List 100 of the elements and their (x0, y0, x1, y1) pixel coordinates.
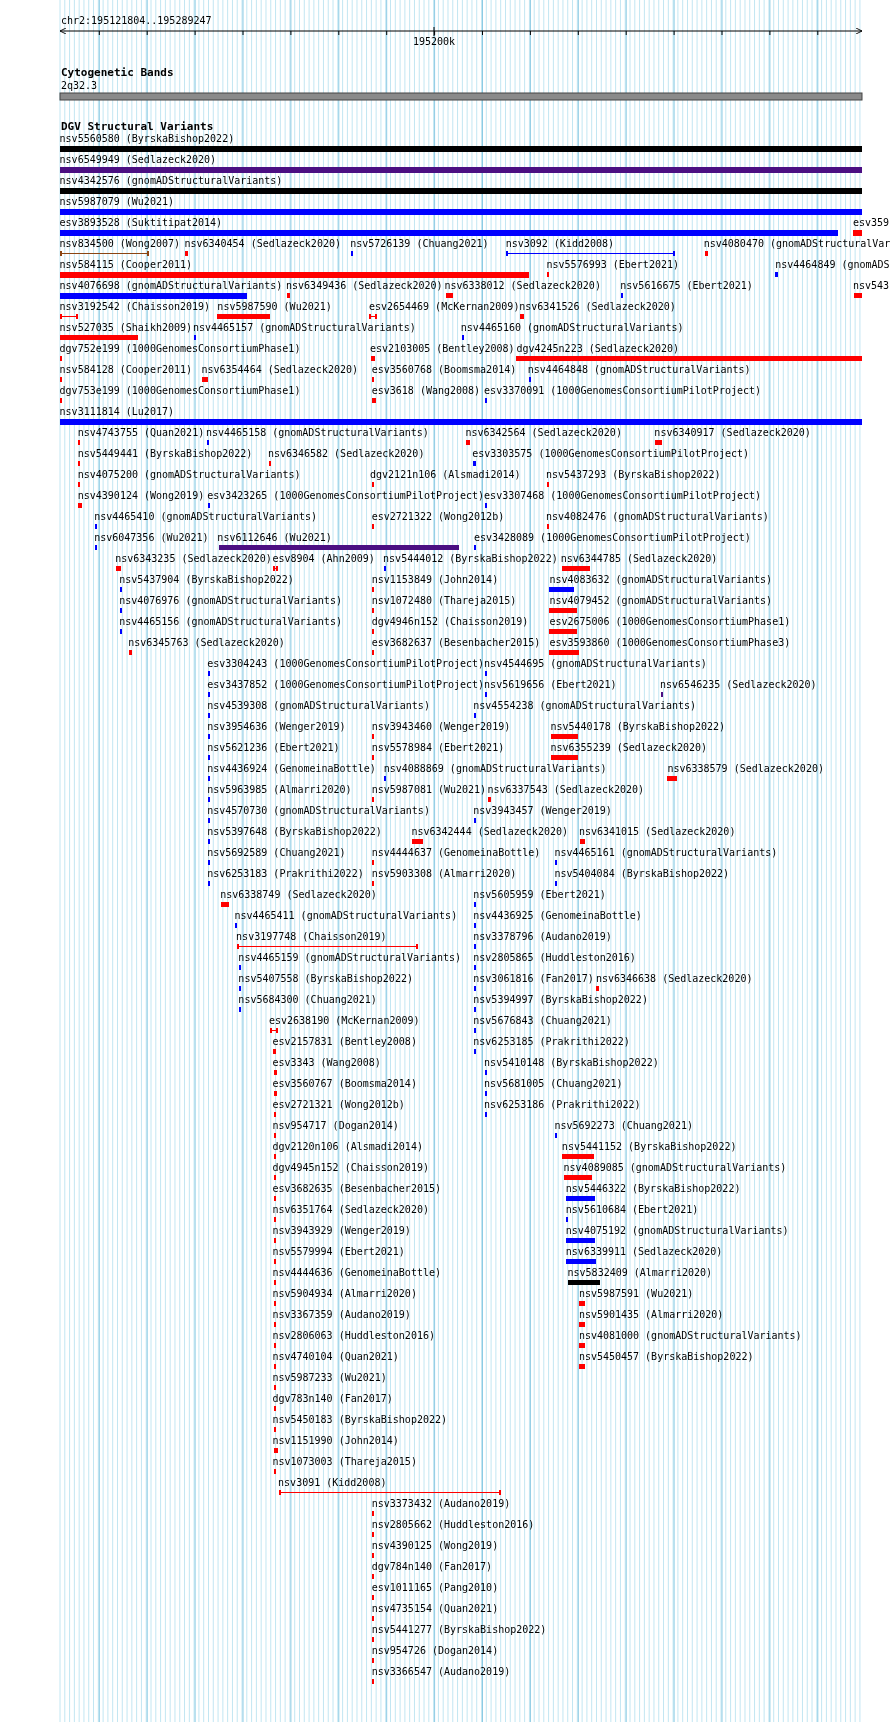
variant-label: esv3428089 (1000GenomesConsortiumPilotProject) (473, 532, 751, 544)
track-title: Cytogenetic Bands (61, 67, 174, 79)
variant-label: esv3304243 (1000GenomesConsortiumPilotProject) (207, 658, 485, 670)
variant-label: nsv543 (853, 280, 890, 292)
variant-label: nsv6253183 (Prakrithi2022) (207, 868, 364, 880)
variant-label: nsv6340454 (Sedlazeck2020) (184, 238, 341, 250)
variant-label: nsv4436924 (GenomeinaBottle) (207, 763, 376, 775)
variant-label: nsv1073003 (Thareja2015) (272, 1456, 417, 1468)
variant-label: nsv5437293 (ByrskaBishop2022) (545, 469, 721, 481)
variant-label: nsv5441152 (ByrskaBishop2022) (561, 1141, 737, 1153)
variant-label: nsv584115 (Cooper2011) (59, 259, 193, 271)
variant-label: nsv3111814 (Lu2017) (59, 406, 174, 418)
variant-label: nsv1072480 (Thareja2015) (371, 595, 517, 607)
variant-label: nsv4089085 (gnomADStructuralVariants) (563, 1162, 787, 1174)
variant-label: esv2721321 (Wong2012b) (272, 1099, 405, 1111)
variant-label: nsv6346582 (Sedlazeck2020) (267, 448, 425, 460)
variant-label: nsv6253185 (Prakrithi2022) (473, 1036, 630, 1048)
variant-label: esv3560767 (Boomsma2014) (272, 1078, 417, 1090)
variant-label: nsv5579994 (Ebert2021) (272, 1246, 405, 1258)
variant-label: nsv5692273 (Chuang2021) (554, 1120, 693, 1132)
variant-label: dgv2121n106 (Alsmadi2014) (370, 469, 521, 481)
variant-label: nsv4465410 (gnomADStructuralVariants) (94, 511, 317, 523)
variant-label: nsv5987233 (Wu2021) (272, 1372, 387, 1384)
variant-label: nsv6342444 (Sedlazeck2020) (411, 826, 568, 838)
variant-label: esv3593860 (1000GenomesConsortiumPhase3) (549, 637, 791, 649)
variant-label: nsv5605959 (Ebert2021) (473, 889, 606, 901)
variant-label: dgv783n140 (Fan2017) (272, 1393, 393, 1405)
variant-label: nsv4465411 (gnomADStructuralVariants) (234, 910, 458, 922)
variant-label: nsv4570730 (gnomADStructuralVariants) (207, 805, 430, 817)
variant-label: nsv5619656 (Ebert2021) (484, 679, 617, 691)
variant-label: nsv6549949 (Sedlazeck2020) (59, 154, 217, 166)
variant-label: nsv3378796 (Audano2019) (473, 931, 612, 943)
variant-label: nsv4390125 (Wong2019) (371, 1540, 499, 1552)
variant-label: nsv5576993 (Ebert2021) (546, 259, 679, 271)
variant-label: nsv4465158 (gnomADStructuralVariants) (206, 427, 429, 439)
variant-label: esv3682635 (Besenbacher2015) (272, 1183, 441, 1195)
variant-label: nsv5676843 (Chuang2021) (473, 1015, 612, 1027)
variant-label: nsv6341015 (Sedlazeck2020) (578, 826, 736, 838)
variant-label: dgv4946n152 (Chaisson2019) (371, 616, 529, 628)
variant-label: nsv3197748 (Chaisson2019) (236, 931, 387, 943)
variant-label: esv1011165 (Pang2010) (371, 1582, 499, 1594)
variant-label: nsv3373432 (Audano2019) (371, 1498, 511, 1510)
variant-label: nsv6345763 (Sedlazeck2020) (128, 637, 285, 649)
variant-label: nsv4436925 (GenomeinaBottle) (473, 910, 642, 922)
variant-label: nsv5963985 (Almarri2020) (207, 784, 352, 796)
variant-label: nsv5578984 (Ebert2021) (371, 742, 505, 754)
variant-label: nsv2806063 (Huddleston2016) (272, 1330, 435, 1342)
variant-label: nsv4076698 (gnomADStructuralVariants) (59, 280, 283, 292)
variant-label: dgv2120n106 (Alsmadi2014) (272, 1141, 423, 1153)
variant-label: nsv6349436 (Sedlazeck2020) (286, 280, 443, 292)
variant-label: esv3437852 (1000GenomesConsortiumPilotProject) (207, 679, 485, 691)
variant-label: nsv4539308 (gnomADStructuralVariants) (207, 700, 430, 712)
variant-label: nsv6112646 (Wu2021) (217, 532, 332, 544)
variant-label: nsv6253186 (Prakrithi2022) (484, 1099, 641, 1111)
variant-label: nsv3366547 (Audano2019) (371, 1666, 511, 1678)
variant-label: nsv5394997 (ByrskaBishop2022) (473, 994, 648, 1006)
variant-label: nsv6338012 (Sedlazeck2020) (444, 280, 601, 292)
variant-label: esv3423265 (1000GenomesConsortiumPilotProject) (207, 490, 485, 502)
variant-label: nsv1153849 (John2014) (371, 574, 499, 586)
variant-label: nsv6351764 (Sedlazeck2020) (272, 1204, 429, 1216)
variant-label: nsv4083632 (gnomADStructuralVariants) (549, 574, 773, 586)
variant-label: nsv6546235 (Sedlazeck2020) (660, 679, 817, 691)
variant-label: nsv5397648 (ByrskaBishop2022) (207, 826, 382, 838)
variant-label: nsv5446322 (ByrskaBishop2022) (565, 1183, 741, 1195)
variant-label: nsv5450457 (ByrskaBishop2022) (578, 1351, 754, 1363)
variant-label: nsv5407558 (ByrskaBishop2022) (238, 973, 413, 985)
variant-label: nsv5904934 (Almarri2020) (272, 1288, 417, 1300)
variant-label: nsv584128 (Cooper2011) (59, 364, 193, 376)
variant-label: nsv6338579 (Sedlazeck2020) (667, 763, 824, 775)
track-title: DGV Structural Variants (61, 121, 214, 133)
variant-label: nsv6355239 (Sedlazeck2020) (550, 742, 708, 754)
variant-label: nsv5440178 (ByrskaBishop2022) (550, 721, 726, 733)
variant-label: nsv5450183 (ByrskaBishop2022) (272, 1414, 447, 1426)
variant-label: nsv6342564 (Sedlazeck2020) (465, 427, 622, 439)
variant-label: nsv5987079 (Wu2021) (59, 196, 174, 208)
variant-label: nsv4390124 (Wong2019) (77, 490, 205, 502)
variant-label: nsv4079452 (gnomADStructuralVariants) (549, 595, 773, 607)
variant-label: nsv6341526 (Sedlazeck2020) (519, 301, 676, 313)
variant-label: nsv5449441 (ByrskaBishop2022) (77, 448, 253, 460)
variant-label: esv2654469 (McKernan2009) (368, 301, 520, 313)
variant-label: nsv4081000 (gnomADStructuralVariants) (578, 1330, 802, 1342)
variant-label: nsv5616675 (Ebert2021) (620, 280, 753, 292)
variant-label: esv3303575 (1000GenomesConsortiumPilotProject) (472, 448, 750, 460)
variant-label: nsv3954636 (Wenger2019) (207, 721, 346, 733)
variant-label: esv3893528 (Suktitipat2014) (59, 217, 223, 229)
variant-label: esv8904 (Ahn2009) (272, 553, 375, 565)
variant-label: nsv5560580 (ByrskaBishop2022) (59, 133, 235, 145)
variant-label: nsv4465160 (gnomADStructuralVariants) (460, 322, 684, 334)
variant-label: nsv3367359 (Audano2019) (272, 1309, 411, 1321)
variant-label: nsv4465159 (gnomADStructuralVariants) (238, 952, 462, 964)
variant-label: nsv5404084 (ByrskaBishop2022) (554, 868, 730, 880)
variant-label: esv2638190 (McKernan2009) (269, 1015, 420, 1027)
variant-label: nsv5901435 (Almarri2020) (578, 1309, 724, 1321)
variant-label: esv3682637 (Besenbacher2015) (371, 637, 541, 649)
variant-label: nsv4080470 (gnomADStructuralVar (703, 238, 890, 250)
variant-label: nsv5903308 (Almarri2020) (371, 868, 517, 880)
variant-label: nsv4075200 (gnomADStructuralVariants) (77, 469, 301, 481)
variant-label: nsv6337543 (Sedlazeck2020) (487, 784, 645, 796)
variant-label: nsv6354464 (Sedlazeck2020) (201, 364, 358, 376)
variant-label: nsv834500 (Wong2007) (59, 238, 180, 250)
